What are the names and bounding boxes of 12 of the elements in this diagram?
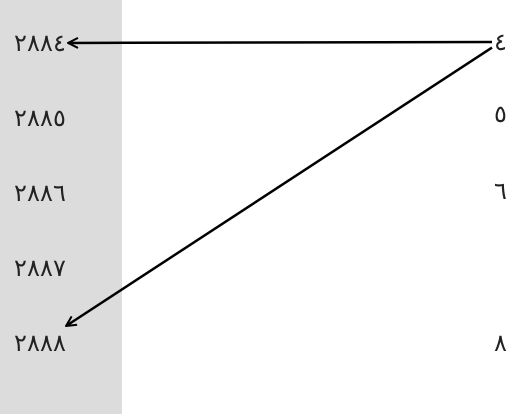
arrow: [65, 46, 493, 328]
number-label: ٢٨٨٥: [14, 103, 66, 133]
number-label: ٥: [494, 99, 507, 129]
number-label: ٢٨٨٧: [14, 253, 66, 283]
number-label: ٤: [494, 27, 507, 57]
number-label: ٢٨٨٤: [14, 28, 66, 58]
number-label: ٨: [494, 328, 507, 358]
number-label: ٦: [494, 176, 507, 206]
number-label: ٢٨٨٨: [14, 328, 66, 358]
column-band: [0, 0, 122, 414]
arrow: [67, 36, 492, 49]
number-label: ٢٨٨٦: [14, 178, 66, 208]
